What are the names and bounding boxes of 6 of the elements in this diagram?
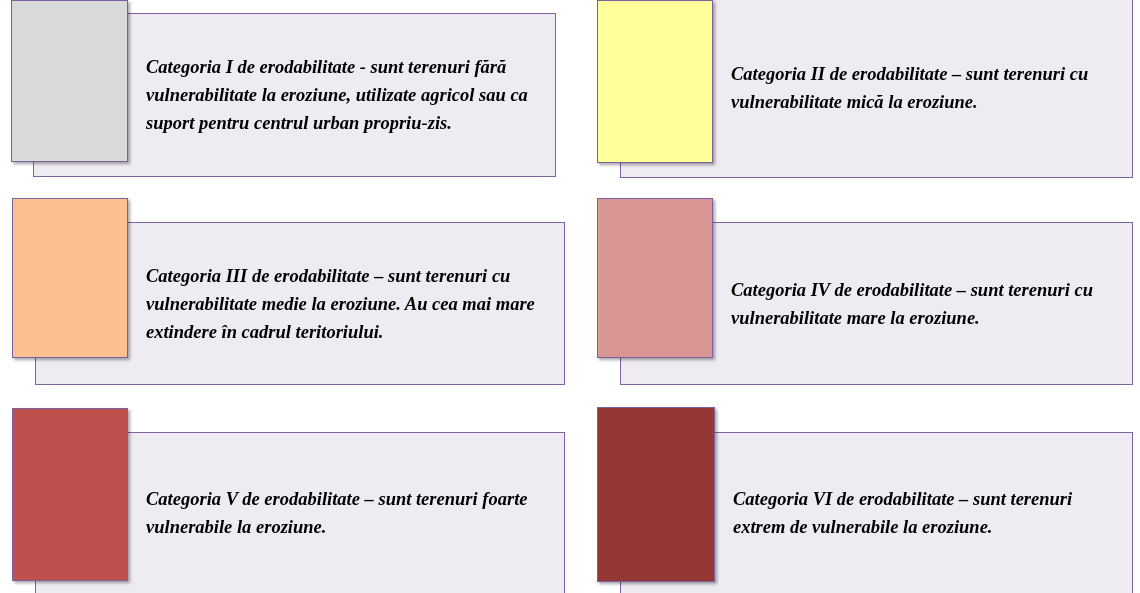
legend-text: Categoria V de erodabilitate – sunt terenuri foarte vulnerabile la eroziune.	[146, 487, 529, 539]
legend-text: Categoria VI de erodabilitate – sunt terenuri extrem de vulnerabile la eroziune.	[733, 487, 1074, 539]
legend-text: Categoria I de erodabilitate - sunt terenuri fără vulnerabilitate la eroziune, utilizate agricol sau ca suport pentru centrul urban propriu-zis.	[146, 56, 529, 135]
legend-text: Categoria IV de erodabilitate – sunt terenuri cu vulnerabilitate mare la eroziune.	[731, 278, 1094, 330]
legend-text: Categoria II de erodabilitate – sunt terenuri cu vulnerabilitate mică la eroziune.	[731, 63, 1090, 114]
legend-text: Categoria III de erodabilitate – sunt terenuri cu vulnerabilitate medie la eroziune. Au cea mai mare extindere în cadrul teritoriului.	[146, 264, 536, 344]
